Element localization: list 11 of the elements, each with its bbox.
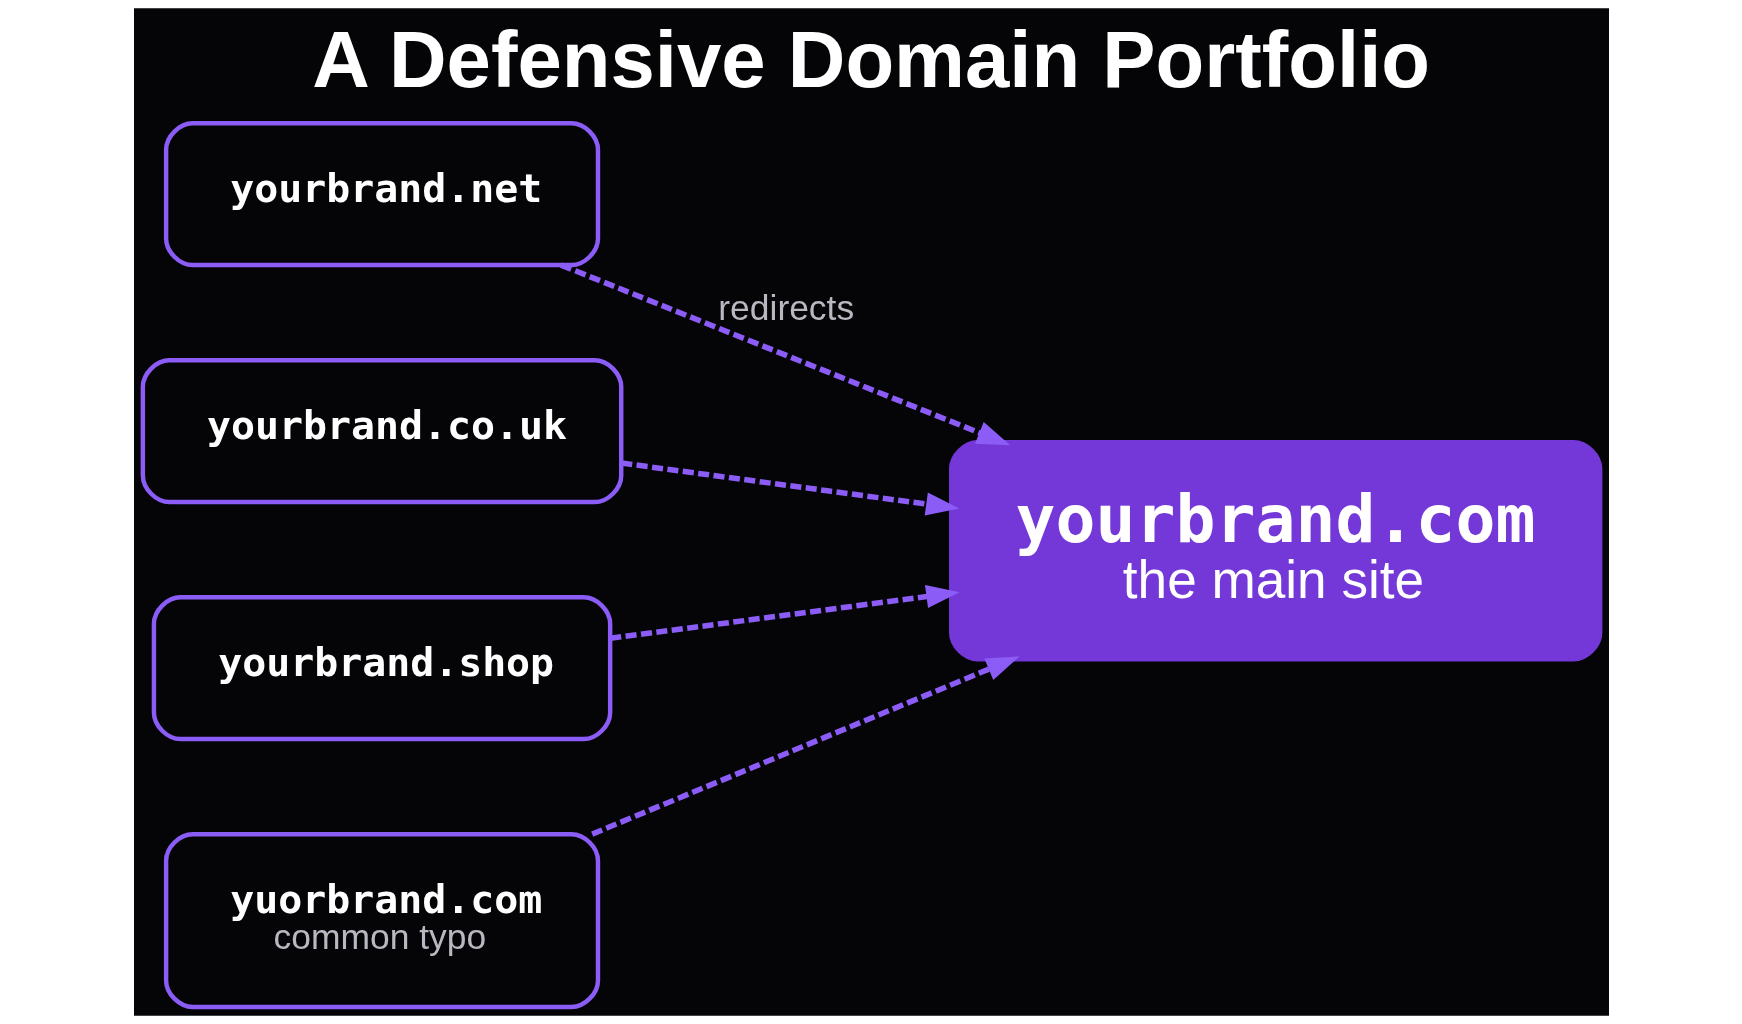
arrow	[620, 460, 959, 516]
arrow	[609, 585, 959, 642]
arrow	[559, 262, 1010, 446]
arrow	[590, 656, 1020, 837]
diagram-title: A Defensive Domain Portfolio	[311, 15, 1430, 105]
node-box: yourbrand.shop	[151, 595, 612, 742]
node-box: yourbrand.co.uk	[140, 358, 623, 505]
node-box: yuorbrand.com common typo	[163, 832, 600, 1010]
edge-label: redirects	[717, 287, 854, 328]
node-box: yourbrand.com the main site	[948, 440, 1602, 662]
node-box: yourbrand.net	[163, 121, 600, 268]
